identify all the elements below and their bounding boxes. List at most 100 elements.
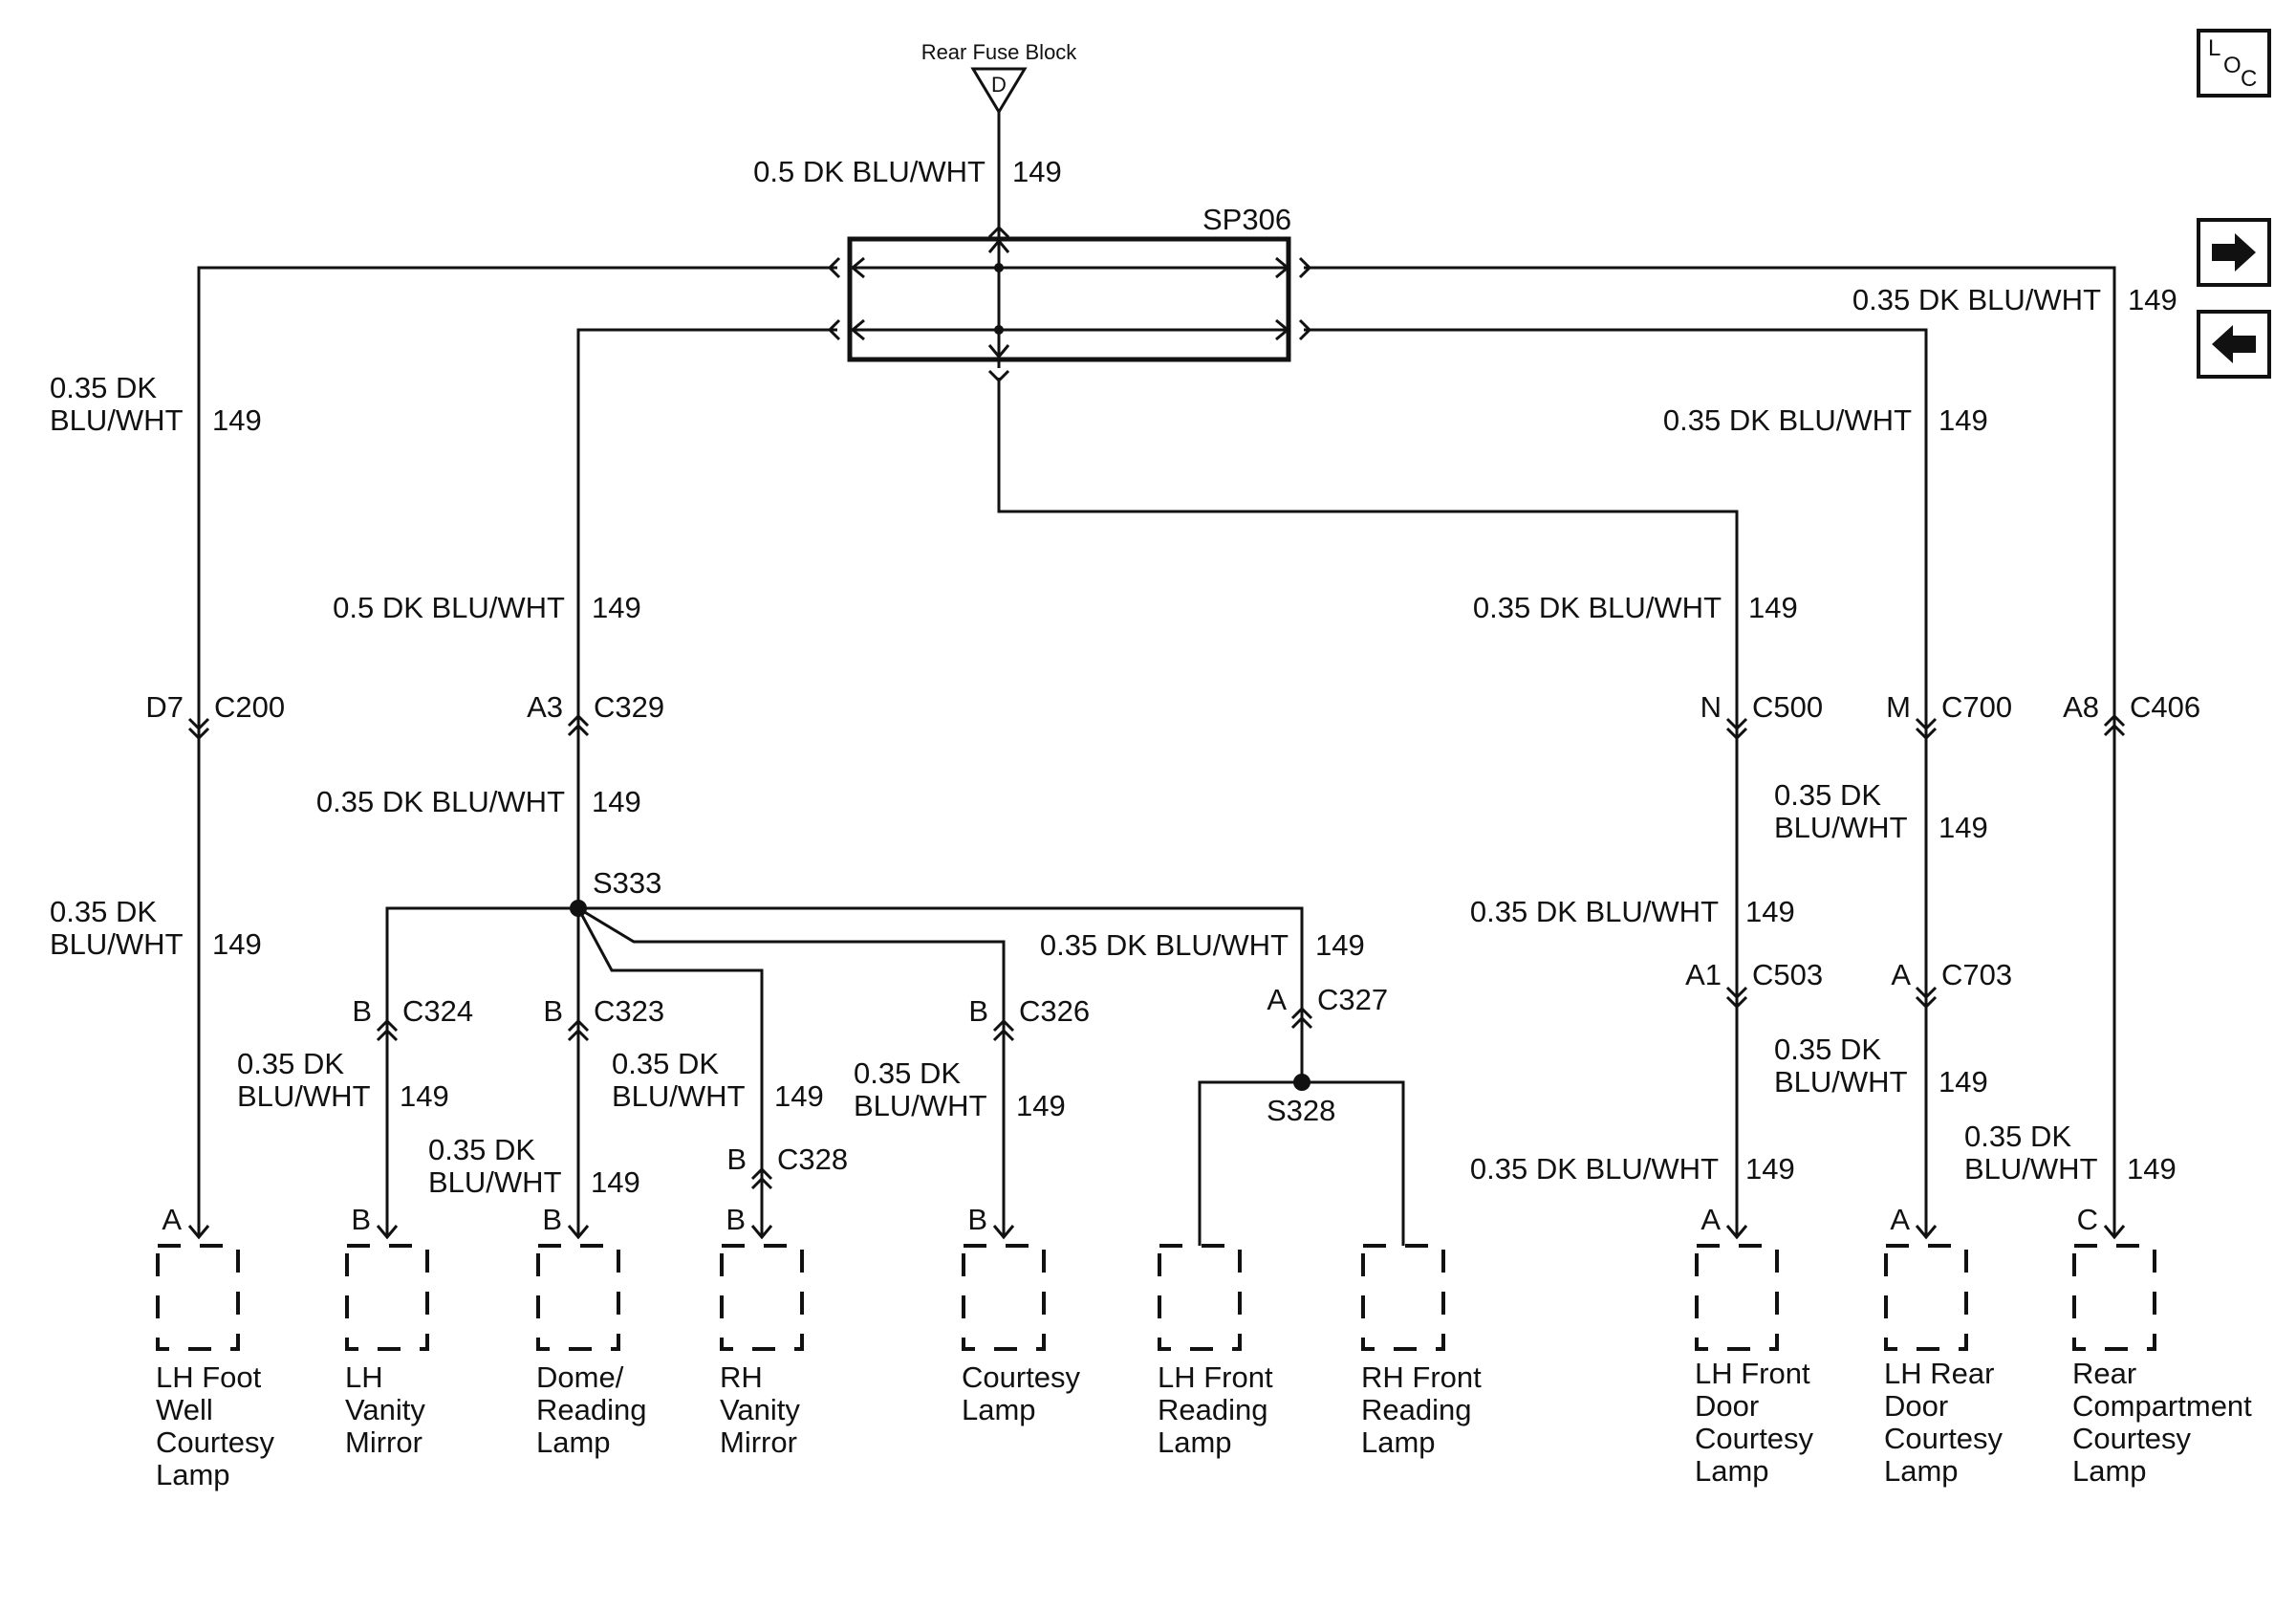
lamp-name-line: LH Front — [1158, 1360, 1273, 1394]
wire-spec-line2: BLU/WHT — [854, 1089, 987, 1122]
connector-name: C324 — [402, 994, 473, 1028]
wire-circuit: 149 — [1939, 403, 1988, 437]
connector-pin: M — [1886, 690, 1911, 724]
fuse-pin: D — [991, 73, 1007, 97]
lamp-name-lh-vanity: LH Vanity Mirror — [345, 1360, 425, 1459]
s328-label: S328 — [1267, 1094, 1335, 1127]
lamp-name-line: RH Front — [1361, 1360, 1482, 1394]
lamp-name-line: Mirror — [345, 1425, 422, 1459]
lamp-name-line: Lamp — [1158, 1425, 1232, 1459]
sp306-connector-chevrons — [827, 225, 1312, 383]
lamp-name-line: Lamp — [1695, 1454, 1769, 1488]
lamp-pin: B — [542, 1203, 562, 1236]
lamp-name-line: Lamp — [962, 1393, 1036, 1426]
lamp-box-lh-foot-well — [156, 1244, 240, 1351]
wire-branch-c324 — [385, 906, 578, 1237]
lamp-name-line: Reading — [536, 1393, 646, 1426]
lamp-name-line: Dome/ — [536, 1360, 624, 1394]
connector-c200-symbol — [187, 717, 210, 741]
forward-arrow-icon[interactable] — [2197, 218, 2271, 287]
wire-branch-c328 — [576, 907, 764, 1237]
lamp-name-line: Courtesy — [962, 1360, 1081, 1394]
lamp-name-line: Courtesy — [1884, 1422, 2004, 1455]
sp306-label: SP306 — [1202, 203, 1291, 236]
s333-label: S333 — [593, 866, 661, 900]
wire-spec-line1: 0.35 DK — [612, 1047, 719, 1080]
wire-spec-line1: 0.35 DK — [1964, 1120, 2071, 1153]
lamp-box-rh-front-reading — [1361, 1244, 1445, 1351]
wire-circuit: 149 — [400, 1079, 449, 1113]
rear-fuse-block: Rear Fuse Block D — [921, 40, 1077, 115]
wire-branch-c327 — [578, 906, 1304, 1082]
wire-spec-line2: BLU/WHT — [50, 927, 184, 961]
wire-circuit: 149 — [212, 403, 262, 437]
wire-spec-line2: BLU/WHT — [50, 403, 184, 437]
connector-c329-symbol — [567, 713, 590, 737]
connector-name: C500 — [1752, 690, 1823, 724]
loc-letter-l: L — [2208, 35, 2220, 61]
lamp-name-lh-front-door: LH Front Door Courtesy Lamp — [1695, 1357, 1814, 1488]
wire-c500 — [997, 378, 1739, 1237]
lamp-boxes — [156, 1244, 2156, 1351]
wire-circuit: 149 — [592, 785, 641, 818]
lamp-name-line: Lamp — [156, 1458, 230, 1491]
wire-spec: 0.35 DK BLU/WHT — [1663, 403, 1912, 437]
wire-spec-line1: 0.35 DK — [428, 1133, 535, 1166]
lamp-name-lh-rear-door: LH Rear Door Courtesy Lamp — [1884, 1357, 2004, 1488]
lamp-pin: B — [967, 1203, 987, 1236]
connector-c323-symbol — [567, 1018, 590, 1042]
connector-name: C406 — [2130, 690, 2200, 724]
lamp-name-rh-front-reading: RH Front Reading Lamp — [1361, 1360, 1482, 1459]
wire-spec: 0.35 DK BLU/WHT — [1852, 283, 2101, 316]
wire-spec-line1: 0.35 DK — [237, 1047, 344, 1080]
wire-s328-left — [1198, 1080, 1302, 1246]
wire-spec: 0.35 DK BLU/WHT — [1470, 1152, 1719, 1186]
wire-spec-line2: BLU/WHT — [237, 1079, 371, 1113]
lamp-name-dome: Dome/ Reading Lamp — [536, 1360, 646, 1459]
wire-circuit: 149 — [1939, 811, 1988, 844]
lamp-name-line: Lamp — [536, 1425, 611, 1459]
lamp-name-line: LH — [345, 1360, 383, 1394]
loc-icon[interactable]: L O C — [2197, 29, 2271, 98]
wire-circuit: 149 — [1748, 591, 1798, 624]
lamp-name-line: Door — [1695, 1389, 1759, 1423]
wire-circuit: 149 — [2128, 283, 2177, 316]
lamp-name-line: Rear — [2072, 1357, 2136, 1390]
connector-name: C329 — [594, 690, 664, 724]
wire-spec: 0.35 DK BLU/WHT — [316, 785, 565, 818]
connector-c406-symbol — [2103, 713, 2126, 737]
wire-circuit: 149 — [1745, 1152, 1795, 1186]
splice-s333-dot — [570, 900, 587, 917]
wire-spec: 0.35 DK BLU/WHT — [1470, 895, 1719, 928]
wire-s328-right — [1302, 1080, 1405, 1246]
lamp-box-rear-compartment — [2072, 1244, 2156, 1351]
connector-c500-symbol — [1725, 717, 1748, 741]
connector-pin: A8 — [2063, 690, 2099, 724]
connector-pin: A3 — [527, 690, 563, 724]
wire-spec-line1: 0.35 DK — [50, 895, 157, 928]
lamp-box-lh-vanity — [345, 1244, 429, 1351]
lamp-name-lh-foot-well: LH Foot Well Courtesy Lamp — [156, 1360, 275, 1491]
lamp-box-courtesy — [962, 1244, 1046, 1351]
wire-spec-line1: 0.35 DK — [1774, 778, 1881, 812]
connector-name: C503 — [1752, 958, 1823, 991]
lamp-arrowheads — [187, 1225, 2126, 1240]
lamp-name-line: Lamp — [1884, 1454, 1959, 1488]
lamp-name-line: Lamp — [2072, 1454, 2147, 1488]
fuse-triangle-icon — [970, 67, 1028, 115]
lamp-name-rear-compartment: Rear Compartment Courtesy Lamp — [2072, 1357, 2252, 1488]
wire-circuit: 149 — [1745, 895, 1795, 928]
wire-spec: 0.5 DK BLU/WHT — [333, 591, 565, 624]
connector-c328-symbol — [750, 1166, 773, 1190]
back-arrow-icon[interactable] — [2197, 310, 2271, 379]
wire-c700 — [1304, 328, 1928, 1237]
lamp-box-lh-front-door — [1695, 1244, 1779, 1351]
lamp-name-line: Courtesy — [2072, 1422, 2192, 1455]
connector-pin: N — [1700, 690, 1722, 724]
wire-spec: 0.35 DK BLU/WHT — [1040, 928, 1289, 962]
lamp-name-line: LH Front — [1695, 1357, 1810, 1390]
wire-circuit: 149 — [1939, 1065, 1988, 1099]
lamp-name-courtesy: Courtesy Lamp — [962, 1360, 1081, 1426]
lamp-pin: C — [2077, 1203, 2098, 1236]
wire-spec: 0.35 DK BLU/WHT — [1473, 591, 1722, 624]
